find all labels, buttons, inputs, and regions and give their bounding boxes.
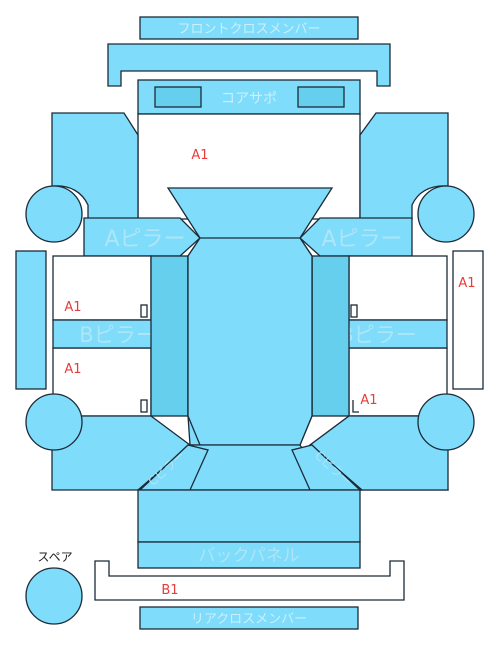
- left-rear-wheel[interactable]: [25, 393, 83, 451]
- damage-mark-front: A1: [191, 148, 208, 163]
- spare-label: スペア: [37, 550, 72, 564]
- left-roof-rail[interactable]: [150, 255, 189, 417]
- left-rear-latch: [140, 399, 148, 413]
- rear-bumper-reinforcement[interactable]: [94, 560, 405, 601]
- left-front-latch: [140, 304, 148, 318]
- front-cross-member-label: フロントクロスメンバー: [177, 22, 320, 37]
- damage-mark-rear-member: B1: [161, 583, 178, 598]
- core-support-left-slot: [154, 86, 202, 108]
- b-pillar-left-label: Bピラー: [79, 323, 156, 347]
- back-panel-label: バックパネル: [198, 546, 299, 566]
- rear-floor-part[interactable]: [137, 489, 361, 543]
- right-rear-wheel[interactable]: [417, 393, 475, 451]
- damage-mark-left-rear: A1: [64, 362, 81, 377]
- a-pillar-left-label: Aピラー: [104, 227, 185, 252]
- right-front-door-opening: [348, 255, 448, 321]
- spare-tire[interactable]: [25, 567, 83, 625]
- right-front-latch: [350, 304, 358, 318]
- b-pillar-right-label: Bピラー: [339, 323, 416, 347]
- right-side-sill[interactable]: [452, 250, 484, 390]
- left-side-sill[interactable]: [15, 250, 47, 390]
- a-pillar-right[interactable]: [299, 217, 413, 257]
- core-support-label: コアサポ: [221, 91, 277, 107]
- left-front-door-opening: [52, 255, 152, 321]
- rear-cross-member-part[interactable]: [139, 606, 359, 630]
- damage-mark-right-side: A1: [458, 276, 475, 291]
- right-roof-rail[interactable]: [311, 255, 350, 417]
- a-pillar-left[interactable]: [83, 217, 201, 257]
- left-front-wheel[interactable]: [25, 185, 83, 243]
- damage-mark-left-front: A1: [64, 300, 81, 315]
- a-pillar-right-label: Aピラー: [321, 227, 402, 252]
- roof-panel[interactable]: [187, 237, 313, 446]
- core-support-right-slot: [297, 86, 345, 108]
- front-bumper-reinforcement[interactable]: [107, 43, 391, 87]
- back-panel-part[interactable]: [137, 541, 361, 569]
- right-front-wheel[interactable]: [417, 185, 475, 243]
- right-rear-latch: [352, 400, 359, 413]
- rear-cross-member-label: リアクロスメンバー: [191, 612, 307, 627]
- damage-mark-right-rear: A1: [360, 393, 377, 408]
- front-cross-member-part[interactable]: [139, 16, 359, 40]
